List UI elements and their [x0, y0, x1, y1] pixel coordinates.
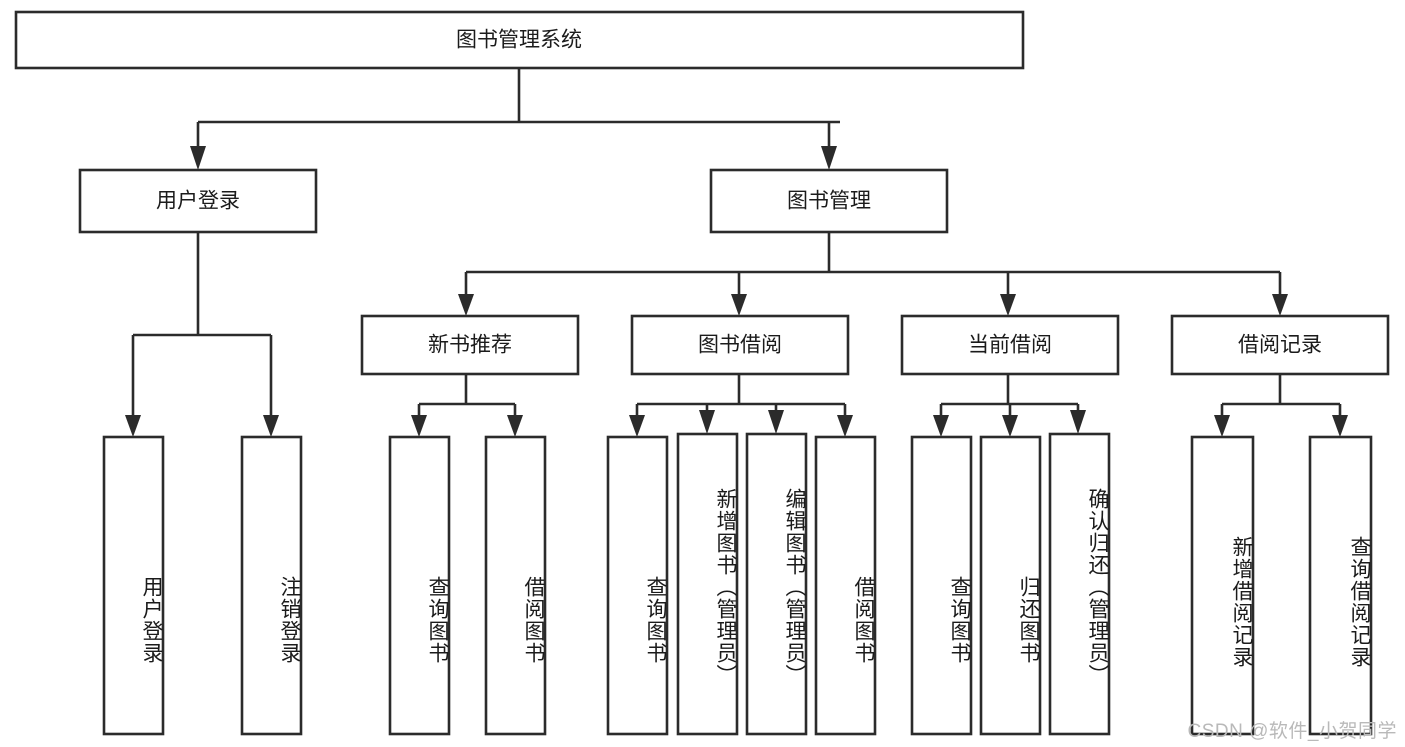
- node-leaf-borrow-book-2[interactable]: [814, 435, 877, 736]
- node-new-book-recommend-box[interactable]: [360, 314, 580, 376]
- arrow-head-leaf-add-book: [699, 410, 715, 434]
- arrow-head-user-login: [190, 146, 206, 170]
- csdn-watermark: CSDN @软件_小贺同学: [1187, 721, 1397, 742]
- node-leaf-edit-book-box[interactable]: [745, 432, 808, 736]
- connector-group-root: [190, 68, 840, 170]
- node-leaf-query-record[interactable]: [1308, 435, 1373, 736]
- node-leaf-borrow-book-2-box[interactable]: [814, 435, 877, 736]
- node-leaf-query-book-1[interactable]: [388, 435, 451, 736]
- connector-group-new-book-recommend: [411, 374, 523, 437]
- node-leaf-query-book-3[interactable]: [910, 435, 973, 736]
- node-new-book-recommend-label: 新书推荐: [428, 334, 512, 357]
- node-leaf-query-book-2[interactable]: [606, 435, 669, 736]
- connector-group-book-borrow: [629, 374, 853, 437]
- arrow-head-leaf-borrow-book-1: [507, 415, 523, 437]
- node-leaf-query-book-3-box[interactable]: [910, 435, 973, 736]
- arrow-head-leaf-user-login: [125, 415, 141, 437]
- connector-group-current-borrow: [933, 374, 1086, 437]
- node-user-login[interactable]: 用户登录: [78, 168, 318, 234]
- node-root-label: 图书管理系统: [456, 29, 582, 52]
- node-book-manage-label: 图书管理: [787, 190, 871, 213]
- node-borrow-record[interactable]: 借阅记录: [1170, 314, 1390, 376]
- node-leaf-confirm-return-box[interactable]: [1048, 432, 1111, 736]
- node-borrow-record-label: 借阅记录: [1238, 334, 1322, 357]
- arrow-head-leaf-query-book-1: [411, 415, 427, 437]
- node-book-borrow-label: 图书借阅: [698, 334, 782, 357]
- arrow-head-leaf-logout-login: [263, 415, 279, 437]
- arrow-head-borrow-record: [1272, 294, 1288, 316]
- node-book-borrow-box[interactable]: [630, 314, 850, 376]
- node-leaf-add-record[interactable]: [1190, 435, 1255, 736]
- arrow-head-leaf-borrow-book-2: [837, 415, 853, 437]
- node-book-borrow[interactable]: 图书借阅: [630, 314, 850, 376]
- node-borrow-record-box[interactable]: [1170, 314, 1390, 376]
- arrow-head-book-borrow: [731, 294, 747, 316]
- node-leaf-add-record-box[interactable]: [1190, 435, 1255, 736]
- node-leaf-borrow-book-1[interactable]: [484, 435, 547, 736]
- arrow-head-leaf-add-record: [1214, 415, 1230, 437]
- node-new-book-recommend[interactable]: 新书推荐: [360, 314, 580, 376]
- arrow-head-new-book-recommend: [458, 294, 474, 316]
- node-user-login-box[interactable]: [78, 168, 318, 234]
- node-root[interactable]: 图书管理系统: [14, 10, 1025, 70]
- node-root-box[interactable]: [14, 10, 1025, 70]
- node-leaf-logout-login[interactable]: [240, 435, 303, 736]
- node-leaf-query-book-2-box[interactable]: [606, 435, 669, 736]
- arrow-head-leaf-return-book: [1002, 415, 1018, 437]
- node-leaf-user-login[interactable]: [102, 435, 165, 736]
- connector-group-borrow-record: [1214, 374, 1348, 437]
- node-leaf-add-book[interactable]: [676, 432, 739, 736]
- node-current-borrow[interactable]: 当前借阅: [900, 314, 1120, 376]
- arrow-head-leaf-confirm-return: [1070, 410, 1086, 434]
- node-book-manage-box[interactable]: [709, 168, 949, 234]
- node-book-manage[interactable]: 图书管理: [709, 168, 949, 234]
- node-user-login-label: 用户登录: [156, 190, 240, 213]
- arrow-head-leaf-edit-book: [768, 410, 784, 434]
- node-current-borrow-box[interactable]: [900, 314, 1120, 376]
- node-leaf-add-book-box[interactable]: [676, 432, 739, 736]
- node-leaf-return-book[interactable]: [979, 435, 1042, 736]
- node-current-borrow-label: 当前借阅: [968, 334, 1052, 357]
- node-leaf-edit-book[interactable]: [745, 432, 808, 736]
- node-leaf-query-book-1-box[interactable]: [388, 435, 451, 736]
- arrow-head-current-borrow: [1000, 294, 1016, 316]
- node-leaf-logout-login-box[interactable]: [240, 435, 303, 736]
- node-leaf-borrow-book-1-box[interactable]: [484, 435, 547, 736]
- connector-group-book-manage: [458, 232, 1288, 316]
- node-leaf-user-login-box[interactable]: [102, 435, 165, 736]
- arrow-head-book-manage: [821, 146, 837, 170]
- arrow-head-leaf-query-book-2: [629, 415, 645, 437]
- node-leaf-query-record-box[interactable]: [1308, 435, 1373, 736]
- arrow-head-leaf-query-book-3: [933, 415, 949, 437]
- arrow-head-leaf-query-record: [1332, 415, 1348, 437]
- connector-group-user-login: [125, 232, 279, 437]
- node-leaf-return-book-box[interactable]: [979, 435, 1042, 736]
- node-leaf-confirm-return[interactable]: [1048, 432, 1111, 736]
